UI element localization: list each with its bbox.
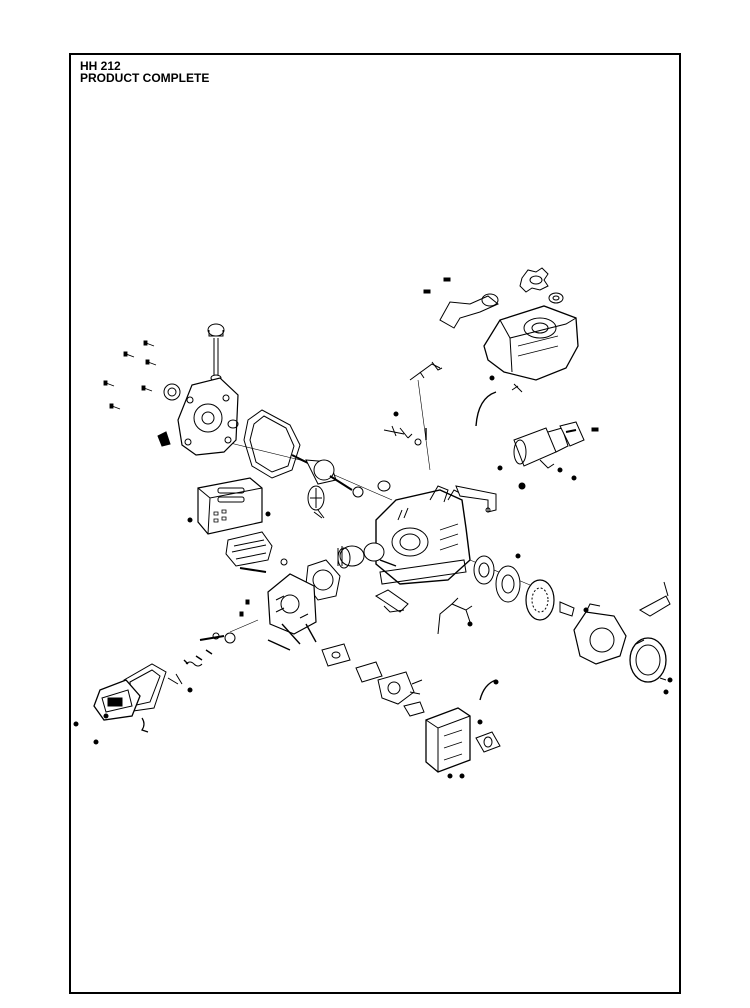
control-bracket-part	[456, 486, 496, 512]
valve-parts	[168, 633, 235, 692]
crankcase-cover-part	[158, 378, 238, 455]
flywheel-part	[474, 554, 588, 620]
muffler-part	[426, 708, 500, 778]
ignition-coil-part	[376, 590, 408, 612]
dipstick-part	[208, 324, 224, 381]
fuel-cap-part	[520, 268, 563, 303]
leader-lines	[218, 380, 530, 632]
rocker-cover-part	[74, 664, 166, 744]
engine-block-part	[376, 486, 470, 584]
gasket-part	[228, 410, 300, 478]
air-filter-cover-part	[188, 478, 270, 534]
throttle-cable-part	[438, 598, 472, 634]
blower-housing-part	[574, 604, 626, 664]
cylinder-head-part	[240, 574, 316, 634]
fuel-line-part	[476, 376, 522, 426]
bolts-left	[104, 341, 156, 409]
recoil-starter-part	[630, 582, 672, 694]
tank-bracket-part	[424, 278, 498, 328]
page-title: HH 212 PRODUCT COMPLETE	[80, 60, 209, 84]
page-frame	[69, 53, 681, 994]
diagram-subtitle: PRODUCT COMPLETE	[80, 71, 210, 85]
carburetor-part	[322, 644, 424, 716]
piston-part	[338, 543, 396, 568]
fuel-hose-part	[480, 680, 498, 700]
fuel-tank-part	[484, 306, 578, 380]
starter-motor-part	[498, 422, 598, 489]
model-number: HH 212	[80, 59, 121, 73]
crankshaft-part	[292, 455, 390, 518]
governor-linkage-part	[384, 362, 442, 445]
push-rods-part	[268, 624, 316, 650]
air-filter-element-part	[226, 532, 287, 572]
